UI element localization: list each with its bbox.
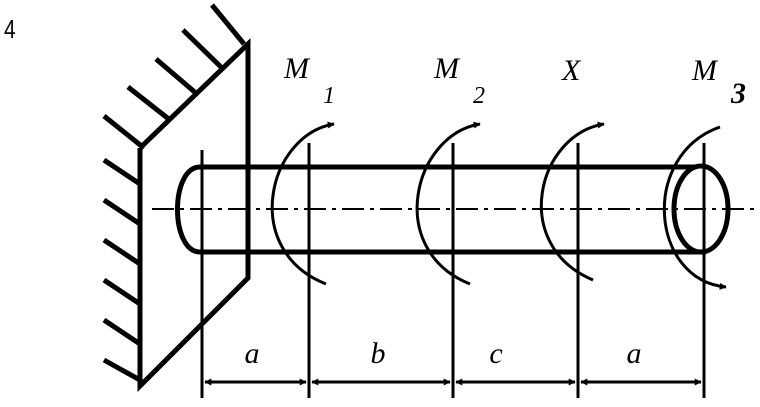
label-x: X [561, 54, 582, 87]
fixed-wall-support [102, 3, 251, 393]
shaft-left-end [175, 164, 201, 255]
dim-seg3-label: c [489, 337, 502, 370]
m3-index: 3 [730, 77, 746, 110]
moment-labels: M 1 M 2 X M 3 [283, 52, 746, 110]
m2-letter: M [433, 52, 461, 85]
moment-arrow-x [540, 121, 605, 282]
label-m1: M 1 [283, 52, 335, 109]
x-letter: X [561, 54, 582, 87]
moment-arrow-m3 [662, 125, 727, 290]
label-m3: M 3 [691, 54, 746, 110]
problem-number: 4 [4, 15, 16, 44]
dimension-labels: a b c a [245, 337, 642, 370]
dim-seg2-label: b [371, 337, 386, 370]
label-m2: M 2 [433, 52, 485, 109]
moment-arrow-m1 [270, 121, 335, 286]
m1-index: 1 [323, 83, 335, 109]
m2-index: 2 [473, 83, 485, 109]
wall-outline [137, 38, 251, 393]
dim-seg4-label: a [627, 337, 642, 370]
wall-hatching [102, 3, 246, 383]
moment-arrows [270, 121, 727, 290]
moment-arrow-m2 [415, 121, 481, 286]
m1-letter: M [283, 52, 311, 85]
m3-letter: M [691, 54, 719, 87]
dim-seg1-label: a [245, 337, 260, 370]
